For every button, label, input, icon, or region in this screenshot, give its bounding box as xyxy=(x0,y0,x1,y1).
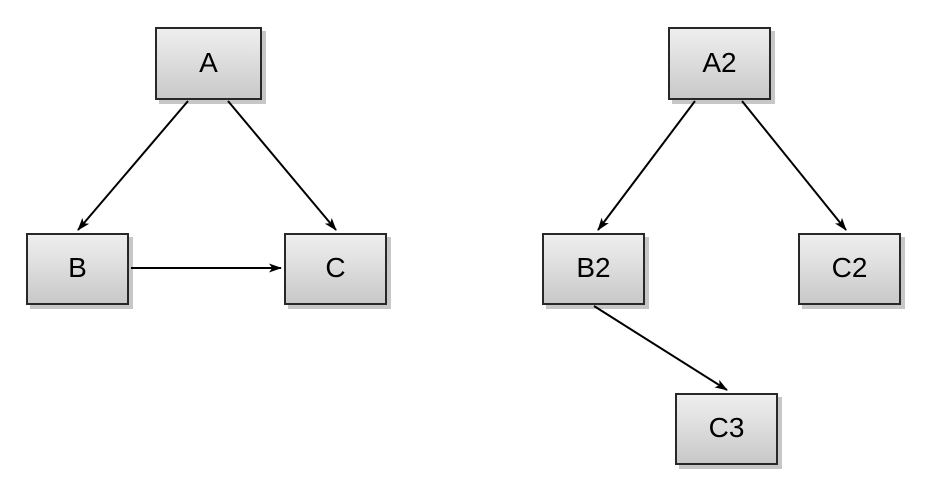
node-label-a: A xyxy=(199,46,218,78)
node-b2[interactable]: B2 xyxy=(542,233,645,305)
edge-b2-to-c3[interactable] xyxy=(593,305,728,391)
edges-group xyxy=(77,100,847,391)
node-label-b2: B2 xyxy=(576,252,611,283)
node-b[interactable]: B xyxy=(26,233,129,305)
node-label-b: B xyxy=(68,252,87,283)
edge-a2-to-b2[interactable] xyxy=(597,100,696,231)
node-c2[interactable]: C2 xyxy=(798,233,901,305)
node-a2[interactable]: A2 xyxy=(668,27,771,100)
edge-a-to-c[interactable] xyxy=(227,100,337,231)
node-label-c2: C2 xyxy=(831,252,868,283)
node-label-c: C xyxy=(325,252,346,283)
node-label-a2: A2 xyxy=(702,46,737,78)
edge-a-to-b[interactable] xyxy=(77,100,189,231)
node-c[interactable]: C xyxy=(284,233,387,305)
edge-a2-to-c2[interactable] xyxy=(741,100,847,231)
node-label-c3: C3 xyxy=(708,412,745,443)
node-a[interactable]: A xyxy=(155,27,262,100)
node-c3[interactable]: C3 xyxy=(675,393,778,465)
